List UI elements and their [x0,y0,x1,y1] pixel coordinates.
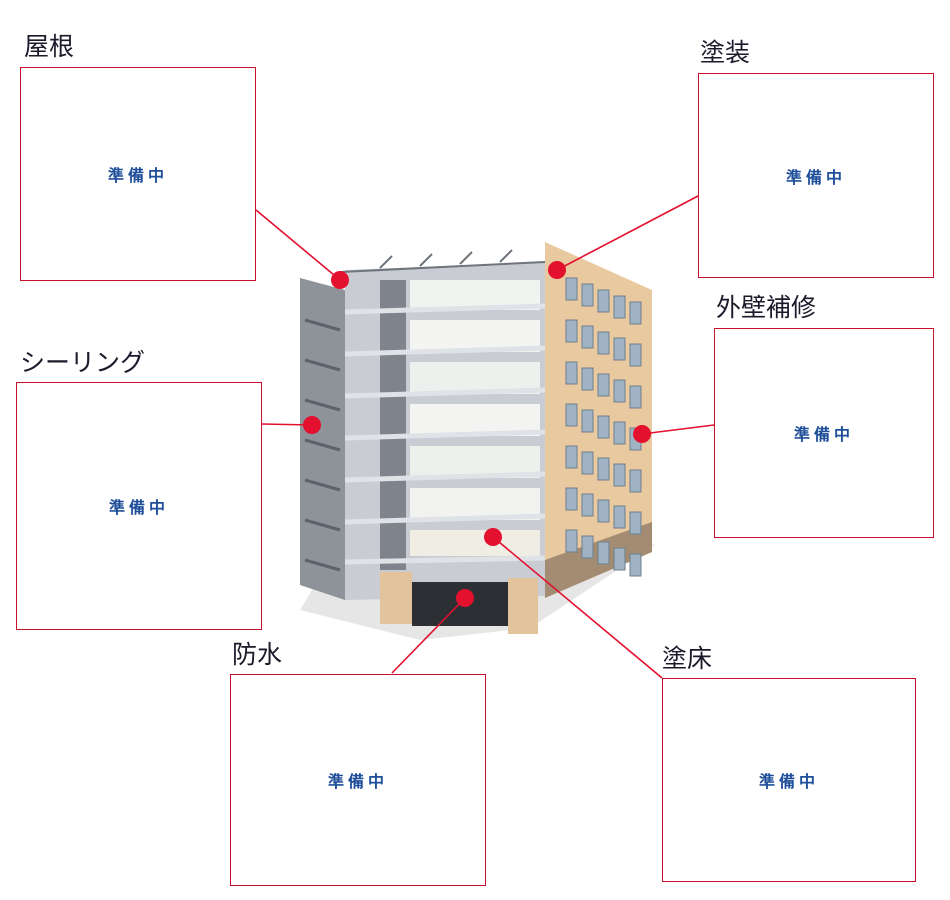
callout-box-roof[interactable]: 準備中 [20,67,256,281]
facade-window [581,283,594,307]
label-waterproof: 防水 [232,640,283,669]
connector-lines [255,195,715,679]
label-exterior: 外壁補修 [716,293,817,322]
facade-window [629,301,642,325]
facade-window [565,529,578,553]
facade-window [565,319,578,343]
stairwell-wall [300,278,345,600]
facade-window [597,499,610,523]
status-text: 準備中 [107,166,168,185]
label-sealing: シーリング [20,348,146,377]
facade-window [613,337,626,361]
facade-window [597,289,610,313]
status-text: 準備中 [793,425,854,444]
facade-window [565,277,578,301]
callout-box-floor[interactable]: 準備中 [662,678,916,882]
facade-window [597,457,610,481]
facade-window [565,361,578,385]
floor-slabs [344,303,546,565]
facade-window [597,541,610,565]
facade-window [597,373,610,397]
callout-box-waterproof[interactable]: 準備中 [230,674,486,886]
stair-steps [304,318,341,572]
marker-dots [303,261,651,607]
facade-window [613,379,626,403]
callout-box-sealing[interactable]: 準備中 [16,382,262,630]
facade-window [597,331,610,355]
facade-window [581,409,594,433]
pillar-left [380,572,412,624]
facade-window [629,553,642,577]
facade-windows [565,277,642,577]
facade-window [565,445,578,469]
label-paint: 塗装 [700,38,751,67]
callout-box-paint[interactable]: 準備中 [698,73,934,278]
facade-window [613,547,626,571]
status-text: 準備中 [785,167,846,187]
facade-window [613,421,626,445]
facade-window [581,325,594,349]
facade-window [597,415,610,439]
status-text: 準備中 [327,772,388,791]
facade-window [629,343,642,367]
facade-window [581,535,594,559]
pillar-right [508,578,538,634]
facade-window [565,403,578,427]
callout-box-exterior[interactable]: 準備中 [714,328,934,538]
facade-window [613,295,626,319]
facade-window [613,463,626,487]
facade-window [581,493,594,517]
facade-window [629,385,642,409]
label-floor: 塗床 [662,644,713,673]
roof-rails [339,249,546,273]
elevator-core [380,280,406,570]
facade-window [629,469,642,493]
facade-window [581,367,594,391]
status-text: 準備中 [108,498,169,517]
facade-window [613,505,626,529]
label-roof: 屋根 [24,32,75,61]
facade-window [629,511,642,535]
facade-window [581,451,594,475]
facade-window [565,487,578,511]
status-text: 準備中 [758,772,819,791]
